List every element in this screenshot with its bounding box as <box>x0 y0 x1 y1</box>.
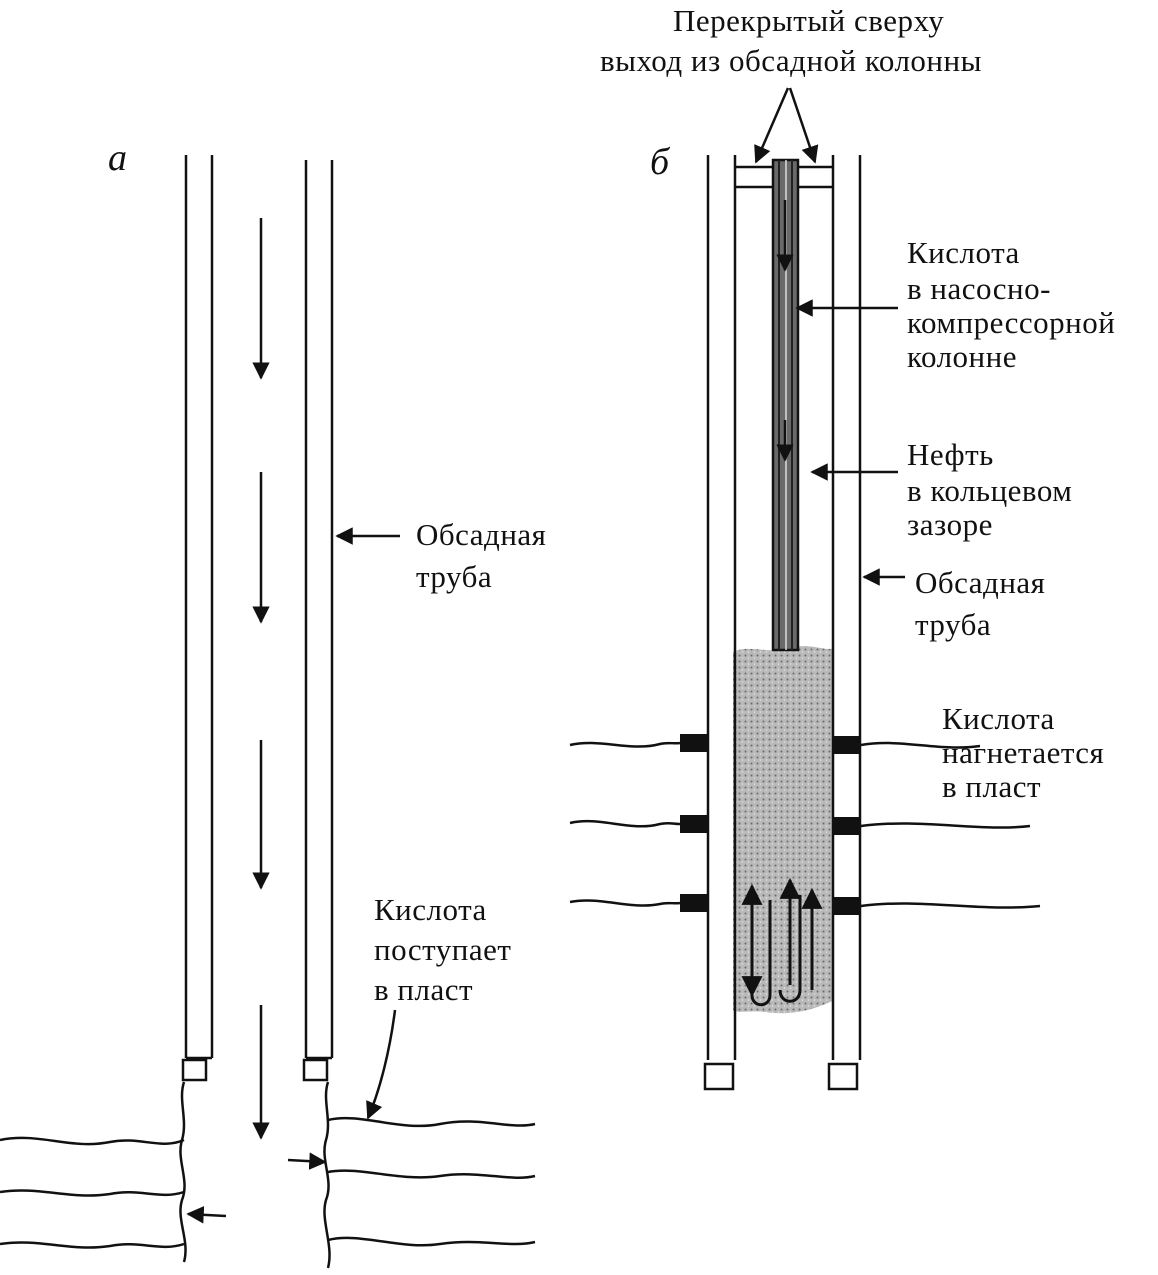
panel-a-formation-line-left-3 <box>0 1241 185 1249</box>
panel-b-tubing-label-line-3: компрессорной <box>907 305 1116 340</box>
panel-b-top-seal-arrow-left <box>754 87 790 164</box>
panel-a-formation-line-right-1 <box>327 1116 536 1128</box>
panel-a-open-hole-left-wall <box>179 1081 187 1263</box>
panel-b-formation-line-left-2 <box>569 819 681 828</box>
panel-b-acid-zone <box>733 646 834 1014</box>
panel-b-perforations <box>680 734 861 915</box>
panel-b-top-seal-arrow-right <box>788 87 819 164</box>
panel-b-annulus-label-line-3: зазоре <box>907 507 993 542</box>
panel-b-tubing <box>771 158 800 652</box>
panel-b-top-label-line-1: Перекрытый сверху <box>673 3 945 38</box>
panel-b-injection-label-line-2: нагнетается <box>942 735 1105 770</box>
panel-b-injection-label-line-3: в пласт <box>942 769 1042 804</box>
panel-b-left-casing <box>703 155 737 1091</box>
panel-b-formation-line-left-3 <box>569 899 681 907</box>
panel-b-annulus-label-line-1: Нефть <box>907 437 994 472</box>
panel-b-circulation-arrows <box>752 877 823 1005</box>
panel-a-formation-line-left-2 <box>0 1189 185 1197</box>
panel-b-tubing-label-line-4: колонне <box>907 339 1017 374</box>
panel-b-annulus-label-line-2: в кольцевом <box>907 473 1073 508</box>
panel-a-drawing <box>0 155 536 1269</box>
panel-b-tubing-label-line-1: Кислота <box>907 235 1020 270</box>
panel-b-formation-line-left-1 <box>569 741 681 748</box>
panel-a-left-casing <box>181 155 214 1082</box>
panel-a-formation-entry-arrow-right <box>287 1152 327 1170</box>
panel-b-right-casing <box>827 155 862 1091</box>
panel-b-formation-line-right-1 <box>860 741 981 749</box>
panel-a-formation-label-line-1: Кислота <box>374 892 487 927</box>
panel-a-right-casing <box>302 160 334 1082</box>
panel-a-formation-label-line-2: поступает <box>374 932 512 967</box>
panel-b-top-label-line-2: выход из обсадной колонны <box>600 43 982 78</box>
panel-a-formation-line-right-2 <box>327 1169 536 1179</box>
panel-a-formation-leader-arrow <box>366 1009 397 1120</box>
panel-b-letter: б <box>650 141 670 183</box>
panel-a-casing-label-line-2: труба <box>416 559 493 594</box>
panel-b-tubing-label-line-2: в насосно- <box>907 271 1051 306</box>
panel-a-formation-entry-arrow-left <box>186 1206 227 1224</box>
panel-a-casing-label-line-1: Обсадная <box>416 517 547 552</box>
panel-a-formation-line-left-1 <box>0 1136 185 1146</box>
panel-b-formation-line-right-2 <box>860 822 1031 829</box>
panel-b-drawing <box>569 87 1041 1091</box>
panel-b-casing-label-line-1: Обсадная <box>915 565 1046 600</box>
panel-a-formation-line-right-3 <box>327 1236 536 1247</box>
panel-b-formation-line-right-3 <box>860 902 1041 909</box>
panel-b-casing-label-line-2: труба <box>915 607 992 642</box>
panel-b-injection-label-line-1: Кислота <box>942 701 1055 736</box>
panel-a-letter: а <box>108 137 127 179</box>
panel-a-open-hole-right-wall <box>323 1081 331 1269</box>
panel-a-formation-label-line-3: в пласт <box>374 972 474 1007</box>
